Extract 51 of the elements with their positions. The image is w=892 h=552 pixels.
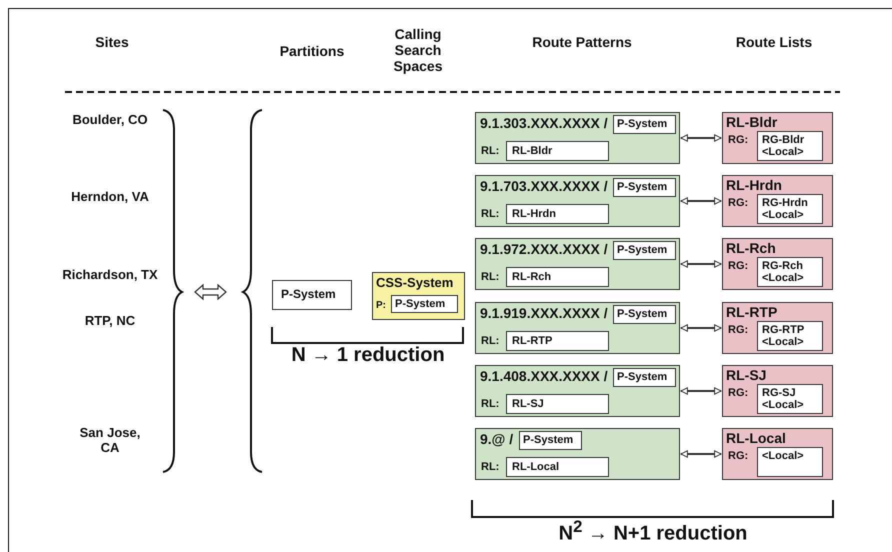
column-header: Partitions bbox=[278, 43, 346, 60]
site-name: RTP, NC bbox=[84, 314, 136, 329]
route-group-field: RG-RTP <Local> bbox=[757, 321, 823, 351]
reduction-note: N$^{2}$ → N+1 reduction bbox=[558, 517, 748, 546]
site-name: San Jose, CA bbox=[78, 426, 142, 456]
css-box: CSS-System P: P-System bbox=[372, 272, 465, 320]
column-header: Route Patterns bbox=[531, 34, 633, 50]
double-arrow bbox=[680, 324, 722, 332]
route-list-field: RL-Rch bbox=[506, 267, 609, 287]
route-list-field: RL-Hrdn bbox=[506, 204, 609, 224]
route-pattern-box: 9.1.972.XXX.XXXX / RL: P-System RL-Rch bbox=[475, 238, 680, 290]
reduction-note: N → 1 reduction bbox=[290, 344, 446, 367]
route-group-field: RG-Rch <Local> bbox=[757, 257, 823, 287]
column-header: Calling Search Spaces bbox=[392, 26, 444, 74]
double-arrow bbox=[680, 450, 722, 458]
route-group-field: RG-Bldr <Local> bbox=[757, 131, 823, 161]
route-list-field: RL-Local bbox=[506, 457, 609, 477]
route-list-field: RL-Bldr bbox=[506, 141, 609, 161]
partition-field: P-System bbox=[613, 305, 676, 324]
route-list-field: RL-RTP bbox=[506, 331, 609, 351]
route-pattern-box: 9.1.408.XXX.XXXX / RL: P-System RL-SJ bbox=[475, 365, 680, 417]
site-name: Herndon, VA bbox=[70, 190, 150, 205]
route-pattern-box: 9.@ / RL: P-System RL-Local bbox=[475, 428, 680, 480]
column-header: Route Lists bbox=[734, 34, 814, 50]
route-list-box: RL-Bldr RG: RG-Bldr <Local> bbox=[722, 112, 833, 164]
partition-field: P-System bbox=[613, 115, 676, 134]
column-header: Sites bbox=[94, 34, 130, 50]
route-group-field: RG-Hrdn <Local> bbox=[757, 194, 823, 224]
site-name: Boulder, CO bbox=[71, 113, 149, 128]
route-group-field: <Local> bbox=[757, 447, 823, 477]
partition-field: P-System bbox=[613, 368, 676, 387]
route-list-box: RL-Local RG: <Local> bbox=[722, 428, 833, 480]
route-list-box: RL-Rch RG: RG-Rch <Local> bbox=[722, 238, 833, 290]
partition-box: P-System bbox=[272, 280, 352, 310]
double-arrow bbox=[680, 260, 722, 268]
partition-field: P-System bbox=[613, 178, 676, 197]
partition-field: P-System bbox=[391, 295, 458, 313]
double-arrow bbox=[680, 197, 722, 205]
double-arrow bbox=[680, 387, 722, 395]
double-arrow bbox=[680, 134, 722, 142]
route-pattern-box: 9.1.703.XXX.XXXX / RL: P-System RL-Hrdn bbox=[475, 175, 680, 227]
route-pattern-box: 9.1.919.XXX.XXXX / RL: P-System RL-RTP bbox=[475, 302, 680, 354]
route-group-field: RG-SJ <Local> bbox=[757, 384, 823, 414]
partition-field: P-System bbox=[519, 431, 582, 450]
route-list-box: RL-SJ RG: RG-SJ <Local> bbox=[722, 365, 833, 417]
route-list-box: RL-Hrdn RG: RG-Hrdn <Local> bbox=[722, 175, 833, 227]
route-list-field: RL-SJ bbox=[506, 394, 609, 414]
route-pattern-box: 9.1.303.XXX.XXXX / RL: P-System RL-Bldr bbox=[475, 112, 680, 164]
site-name: Richardson, TX bbox=[61, 268, 159, 283]
partition-field: P-System bbox=[613, 241, 676, 260]
route-list-box: RL-RTP RG: RG-RTP <Local> bbox=[722, 302, 833, 354]
